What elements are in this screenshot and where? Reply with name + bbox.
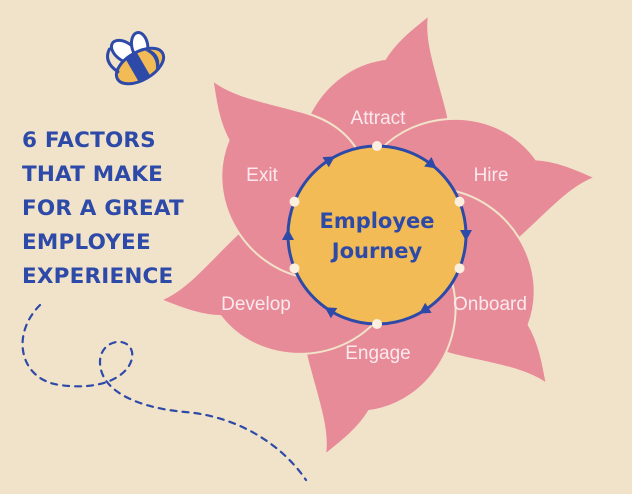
stage-label-onboard: Onboard — [453, 294, 527, 315]
heading-line: EMPLOYEE — [22, 230, 151, 255]
center-title-line2: Journey — [330, 239, 423, 263]
ring-arrow — [324, 307, 338, 319]
ring-arrow — [424, 157, 437, 169]
ring-dot — [289, 196, 300, 207]
dashed-trail — [21, 303, 308, 482]
ring-dot — [454, 263, 465, 274]
ring-arrow — [282, 229, 294, 240]
heading-line: EXPERIENCE — [22, 264, 174, 289]
ring-dot — [454, 196, 465, 207]
stage-label-attract: Attract — [351, 108, 407, 129]
ring-dot — [372, 319, 382, 329]
ring-dot — [372, 141, 382, 151]
journey-center — [286, 144, 468, 326]
bee-icon — [106, 31, 166, 86]
ring-arrow — [460, 230, 472, 241]
stage-label-exit: Exit — [246, 165, 278, 186]
heading-line: 6 FACTORS — [22, 128, 156, 153]
journey-ring-markers — [282, 141, 472, 329]
center-title-line1: Employee — [319, 209, 434, 233]
page-heading: 6 FACTORS THAT MAKE FOR A GREAT EMPLOYEE… — [22, 124, 222, 294]
ring-arrow — [419, 302, 432, 314]
heading-line: THAT MAKE — [22, 162, 163, 187]
ring-dot — [289, 263, 300, 274]
stage-label-hire: Hire — [474, 165, 509, 186]
heading-line: FOR A GREAT — [22, 196, 184, 221]
stage-label-develop: Develop — [221, 294, 291, 315]
stage-label-engage: Engage — [345, 343, 411, 364]
ring-arrow — [322, 156, 335, 168]
